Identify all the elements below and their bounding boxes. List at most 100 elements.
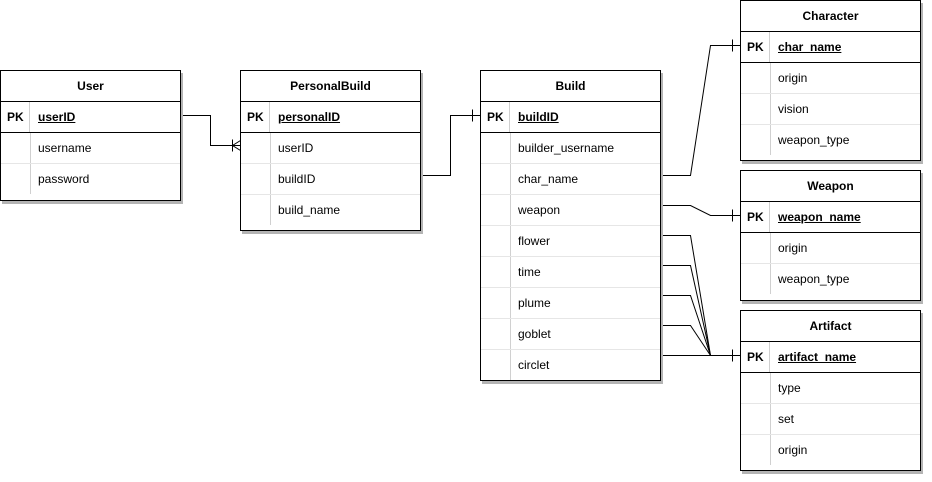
field-row: password — [1, 164, 180, 194]
pk-label: PK — [741, 342, 770, 372]
pk-row: PK userID — [1, 102, 180, 133]
field-name: flower — [518, 234, 551, 248]
field-row: username — [1, 133, 180, 164]
pk-field: personalID — [278, 110, 341, 124]
pk-label: PK — [741, 202, 770, 232]
field-name: type — [778, 381, 801, 395]
field-name: builder_username — [518, 141, 615, 155]
field-name: username — [38, 141, 92, 155]
field-row: char_name — [481, 164, 660, 195]
rel-build-weapon — [660, 205, 741, 216]
rel-build-character — [660, 45, 741, 176]
key-cell — [481, 257, 511, 287]
entity-artifact[interactable]: Artifact PK artifact_name type set origi… — [740, 310, 921, 471]
entity-title: User — [1, 71, 180, 102]
key-cell — [481, 288, 511, 318]
entity-title: Build — [481, 71, 660, 102]
key-cell — [741, 264, 771, 294]
field-row: circlet — [481, 350, 660, 380]
key-cell — [741, 435, 771, 465]
field-name: origin — [778, 71, 808, 85]
field-name: userID — [278, 141, 314, 155]
field-row: vision — [741, 94, 920, 125]
field-row: weapon_type — [741, 264, 920, 294]
pk-field: artifact_name — [778, 350, 857, 364]
entity-title: Artifact — [741, 311, 920, 342]
field-name: circlet — [518, 358, 550, 372]
key-cell — [741, 94, 771, 124]
rel-build-time-artifact — [660, 265, 711, 356]
pk-field: char_name — [778, 40, 842, 54]
field-row: weapon_type — [741, 125, 920, 155]
field-name: vision — [778, 102, 809, 116]
rel-user-personalbuild — [180, 115, 241, 146]
field-row: plume — [481, 288, 660, 319]
key-cell — [741, 125, 771, 155]
rel-build-flower-artifact — [660, 235, 711, 356]
key-cell — [241, 133, 271, 163]
key-cell — [481, 350, 511, 380]
entity-user[interactable]: User PK userID username password — [0, 70, 181, 201]
pk-row: PK buildID — [481, 102, 660, 133]
field-row: time — [481, 257, 660, 288]
field-name: origin — [778, 241, 808, 255]
field-row: goblet — [481, 319, 660, 350]
field-name: weapon — [518, 203, 561, 217]
field-row: origin — [741, 233, 920, 264]
pk-label: PK — [481, 102, 510, 132]
field-row: origin — [741, 63, 920, 94]
key-cell — [741, 404, 771, 434]
field-name: origin — [778, 443, 808, 457]
field-row: weapon — [481, 195, 660, 226]
entity-character[interactable]: Character PK char_name origin vision wea… — [740, 0, 921, 161]
pk-label: PK — [741, 32, 770, 62]
field-row: userID — [241, 133, 420, 164]
field-name: set — [778, 412, 795, 426]
field-row: buildID — [241, 164, 420, 195]
key-cell — [241, 164, 271, 194]
pk-row: PK artifact_name — [741, 342, 920, 373]
field-name: char_name — [518, 172, 579, 186]
key-cell — [481, 226, 511, 256]
key-cell — [1, 164, 31, 194]
key-cell — [741, 373, 771, 403]
pk-row: PK weapon_name — [741, 202, 920, 233]
field-row: set — [741, 404, 920, 435]
rel-build-goblet-artifact — [660, 325, 711, 356]
entity-title: Character — [741, 1, 920, 32]
field-name: build_name — [278, 203, 341, 217]
entity-title: Weapon — [741, 171, 920, 202]
rel-personalbuild-build — [420, 115, 481, 176]
pk-row: PK char_name — [741, 32, 920, 63]
field-name: time — [518, 265, 541, 279]
field-name: plume — [518, 296, 551, 310]
field-row: origin — [741, 435, 920, 465]
field-name: weapon_type — [778, 272, 850, 286]
pk-label: PK — [241, 102, 270, 132]
field-name: goblet — [518, 327, 551, 341]
crowsfoot-many-end — [231, 139, 241, 152]
pk-row: PK personalID — [241, 102, 420, 133]
field-name: buildID — [278, 172, 316, 186]
field-row: flower — [481, 226, 660, 257]
entity-title: PersonalBuild — [241, 71, 420, 102]
entity-build[interactable]: Build PK buildID builder_username char_n… — [480, 70, 661, 381]
key-cell — [1, 133, 31, 163]
key-cell — [741, 63, 771, 93]
key-cell — [741, 233, 771, 263]
field-row: build_name — [241, 195, 420, 225]
entity-weapon[interactable]: Weapon PK weapon_name origin weapon_type — [740, 170, 921, 301]
entity-personalbuild[interactable]: PersonalBuild PK personalID userID build… — [240, 70, 421, 231]
pk-field: buildID — [518, 110, 559, 124]
rel-build-plume-artifact — [660, 295, 711, 356]
key-cell — [241, 195, 271, 225]
pk-field: weapon_name — [778, 210, 861, 224]
key-cell — [481, 319, 511, 349]
pk-label: PK — [1, 102, 30, 132]
field-row: builder_username — [481, 133, 660, 164]
pk-field: userID — [38, 110, 76, 124]
field-name: weapon_type — [778, 133, 850, 147]
field-row: type — [741, 373, 920, 404]
key-cell — [481, 195, 511, 225]
